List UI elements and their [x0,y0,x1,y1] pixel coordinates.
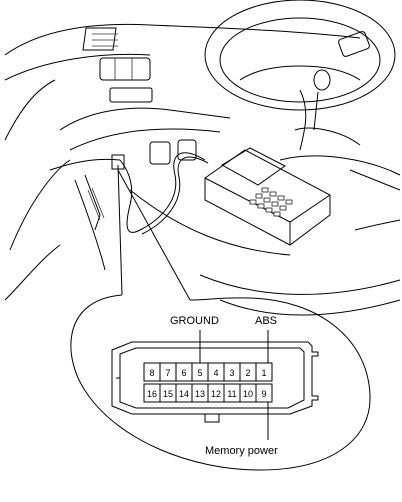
pin-1: 1 [261,368,266,378]
pin-9: 9 [261,389,266,399]
pin-12: 12 [211,389,221,399]
pin-5: 5 [197,368,202,378]
pin-4: 4 [213,368,218,378]
abs-label: ABS [255,315,277,327]
obd-connector-icon: 8 7 6 5 4 3 2 1 16 15 14 13 12 11 10 9 [70,294,371,471]
pin-15: 15 [163,389,173,399]
pin-6: 6 [181,368,186,378]
pin-16: 16 [147,389,157,399]
pin-13: 13 [195,389,205,399]
pin-10: 10 [243,389,253,399]
vehicle-interior-illustration [4,0,401,316]
pin-8: 8 [149,368,154,378]
memory-power-label: Memory power [205,445,278,457]
ground-label: GROUND [170,315,219,327]
pin-14: 14 [179,389,189,399]
pin-11: 11 [227,389,236,399]
scan-tool-icon [111,147,331,246]
pin-2: 2 [245,368,250,378]
pin-7: 7 [165,368,170,378]
pin-3: 3 [229,368,234,378]
